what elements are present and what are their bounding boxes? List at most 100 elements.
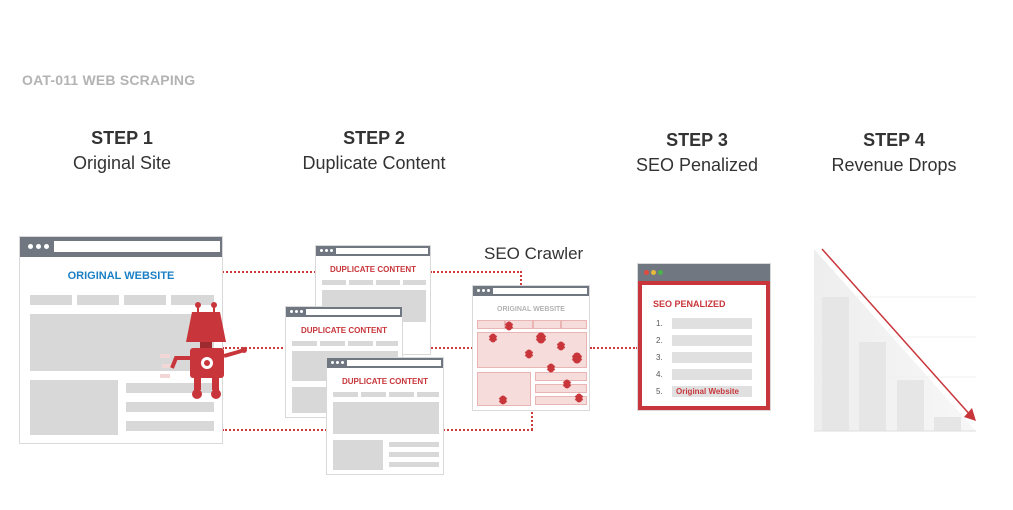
original-website-header: ORIGINAL WEBSITE — [67, 270, 175, 282]
revenue-bar — [934, 417, 961, 431]
revenue-area — [814, 249, 976, 431]
window-dot-icon — [320, 249, 323, 252]
crawled-site-header: ORIGINAL WEBSITE — [497, 306, 565, 313]
nav-placeholder — [292, 341, 317, 346]
connector-line — [443, 429, 533, 431]
window-dot-icon — [330, 249, 333, 252]
crawled-original-website-window: ORIGINAL WEBSITE — [472, 285, 590, 411]
window-dot-icon — [487, 289, 490, 292]
nav-placeholder — [403, 280, 426, 285]
browser-title-bar — [638, 264, 770, 281]
duplicate-content-header: DUPLICATE CONTENT — [329, 265, 417, 274]
connector-line — [403, 347, 473, 349]
step-2-number: STEP 2 — [343, 128, 405, 148]
nav-placeholder — [171, 295, 214, 305]
rank-number: 3. — [656, 353, 663, 362]
window-dot-icon — [28, 244, 33, 249]
image-placeholder — [333, 440, 383, 470]
text-placeholder — [389, 442, 439, 447]
window-dot-icon — [482, 289, 485, 292]
window-dot-icon — [336, 361, 339, 364]
text-placeholder — [535, 372, 587, 381]
step-3-heading: STEP 3 SEO Penalized — [627, 130, 767, 176]
address-bar — [306, 309, 400, 315]
nav-placeholder — [349, 280, 373, 285]
nav-placeholder — [77, 295, 119, 305]
step-4-label: Revenue Drops — [831, 155, 957, 175]
nav-placeholder — [376, 341, 398, 346]
window-dot-icon — [290, 310, 293, 313]
rank-placeholder — [672, 352, 752, 363]
nav-placeholder — [322, 280, 346, 285]
rank-number: 2. — [656, 336, 663, 345]
seo-penalized-header: SEO PENALIZED — [653, 299, 726, 309]
rank-5-label: Original Website — [676, 387, 739, 396]
window-dot-icon — [341, 361, 344, 364]
nav-placeholder — [376, 280, 400, 285]
window-dot-icon — [295, 310, 298, 313]
window-dot-icon — [36, 244, 41, 249]
crawler-bugs — [488, 321, 584, 405]
nav-placeholder — [389, 392, 414, 397]
step-2-heading: STEP 2 Duplicate Content — [289, 128, 459, 174]
duplicate-content-header: DUPLICATE CONTENT — [300, 326, 388, 335]
bug-icon — [546, 363, 556, 373]
text-placeholder — [126, 383, 214, 393]
step-4-number: STEP 4 — [863, 130, 925, 150]
step-4-heading: STEP 4 Revenue Drops — [824, 130, 964, 176]
address-bar — [54, 241, 220, 252]
bug-icon — [504, 321, 514, 331]
nav-placeholder — [320, 341, 345, 346]
rank-number: 1. — [656, 319, 663, 328]
scraper-bot-icon — [160, 302, 247, 399]
revenue-drop-graphic — [814, 247, 976, 432]
connector-line — [222, 271, 320, 273]
duplicate-content-header: DUPLICATE CONTENT — [341, 377, 429, 386]
text-placeholder — [535, 384, 587, 393]
step-1-label: Original Site — [72, 153, 172, 173]
window-dot-icon — [44, 244, 49, 249]
text-placeholder — [389, 462, 439, 467]
revenue-chart-svg — [814, 248, 976, 432]
text-placeholder — [126, 402, 214, 412]
nav-placeholder — [348, 341, 373, 346]
connector-line — [520, 271, 522, 285]
bug-icon — [571, 352, 583, 364]
revenue-trend-line — [821, 248, 973, 418]
window-maximize-dot-icon — [658, 270, 663, 275]
duplicate-content-window-front: DUPLICATE CONTENT — [326, 357, 444, 475]
seo-crawler-label: SEO Crawler — [484, 244, 584, 263]
connector-line — [590, 347, 638, 349]
nav-placeholder — [533, 320, 561, 329]
window-dot-icon — [331, 361, 334, 364]
revenue-bar — [822, 297, 849, 431]
nav-placeholder — [477, 320, 505, 329]
step-1-heading: STEP 1 Original Site — [52, 128, 192, 174]
connector-line — [222, 429, 330, 431]
nav-placeholder — [561, 320, 587, 329]
address-bar — [493, 288, 587, 294]
image-placeholder — [30, 380, 118, 435]
text-placeholder — [535, 396, 587, 405]
text-placeholder — [126, 421, 214, 431]
connector-line — [222, 347, 290, 349]
rank-placeholder — [672, 335, 752, 346]
step-3-number: STEP 3 — [666, 130, 728, 150]
window-minimize-dot-icon — [651, 270, 656, 275]
rank-number: 4. — [656, 370, 663, 379]
address-bar — [347, 360, 441, 366]
connector-line — [430, 271, 522, 273]
revenue-bar — [897, 380, 924, 431]
rank-number: 5. — [656, 387, 663, 396]
nav-placeholder — [30, 295, 72, 305]
rank-placeholder — [672, 369, 752, 380]
bug-icon — [498, 395, 508, 405]
bug-icon — [524, 349, 534, 359]
page-title: OAT-011 WEB SCRAPING — [22, 72, 196, 88]
penalized-frame: SEO PENALIZED 1. 2. 3. 4. 5. Original We… — [638, 281, 770, 410]
hero-placeholder — [333, 402, 439, 434]
step-1-number: STEP 1 — [91, 128, 153, 148]
hero-placeholder — [30, 314, 214, 371]
down-arrow-icon — [964, 408, 976, 421]
bug-icon — [574, 393, 584, 403]
